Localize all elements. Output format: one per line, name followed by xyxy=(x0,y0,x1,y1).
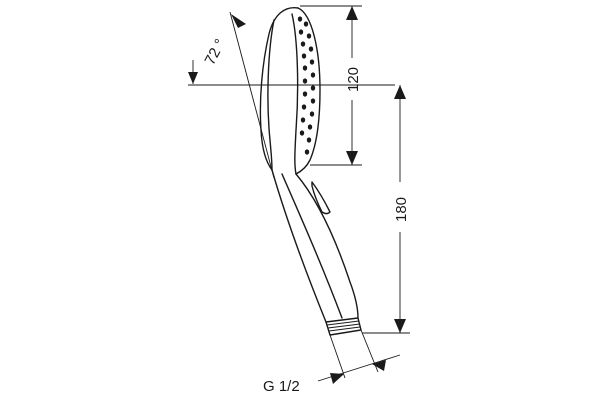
arrow-120-bottom xyxy=(346,151,358,165)
nozzle xyxy=(310,85,316,91)
thread-extension-left xyxy=(329,334,346,379)
nozzle xyxy=(297,16,303,22)
arrow-180-bottom xyxy=(394,319,406,333)
handle-outline xyxy=(271,169,359,323)
thread-leader-line xyxy=(317,354,401,382)
spray-face-inner-edge xyxy=(291,13,299,175)
mode-button xyxy=(311,181,331,215)
thread-arrow-right xyxy=(372,360,386,371)
nozzle xyxy=(309,59,315,65)
nozzle xyxy=(301,53,307,59)
spray-nozzles xyxy=(297,16,316,155)
nozzle xyxy=(300,41,306,47)
nozzle xyxy=(299,130,305,136)
thread-line xyxy=(327,323,361,329)
spray-face-contour xyxy=(295,7,321,175)
thread-connector xyxy=(325,317,362,336)
thread-label: G 1/2 xyxy=(263,378,300,395)
nozzle xyxy=(303,21,309,27)
nozzle xyxy=(301,104,307,110)
angle-dimension: 72 ° xyxy=(188,11,395,179)
nozzle xyxy=(310,98,316,104)
arrow-180-top xyxy=(394,85,406,99)
nozzle xyxy=(304,149,310,155)
nozzle xyxy=(306,137,312,143)
thread-arrow-left xyxy=(330,373,344,384)
nozzle xyxy=(300,117,306,123)
dimension-180: 180 xyxy=(362,85,410,334)
handle-inner-line xyxy=(281,173,343,319)
angle-arrow-top xyxy=(231,14,246,28)
head-back-ridge xyxy=(267,19,275,171)
angle-label: 72 ° xyxy=(202,36,230,68)
nozzle xyxy=(309,111,315,117)
dimension-120: 120 xyxy=(300,5,362,166)
nozzle xyxy=(308,46,314,52)
head-back-contour xyxy=(259,7,299,171)
nozzle xyxy=(307,124,313,130)
handle-front-edge xyxy=(295,173,359,319)
nozzle xyxy=(306,33,312,39)
nozzle xyxy=(302,78,308,84)
thread-line xyxy=(328,326,361,332)
shower-head-outline xyxy=(259,7,321,175)
inclined-axis-line xyxy=(229,11,275,179)
nozzle xyxy=(310,72,316,78)
dimension-120-label: 120 xyxy=(345,67,362,92)
arrow-120-top xyxy=(346,6,358,20)
handle-back-edge xyxy=(271,169,327,323)
nozzle xyxy=(302,91,308,97)
thread-line xyxy=(326,320,360,326)
thread-dimension: G 1/2 xyxy=(263,329,401,395)
dimension-180-label: 180 xyxy=(393,197,410,222)
nozzle xyxy=(298,29,304,35)
nozzle xyxy=(302,65,308,71)
